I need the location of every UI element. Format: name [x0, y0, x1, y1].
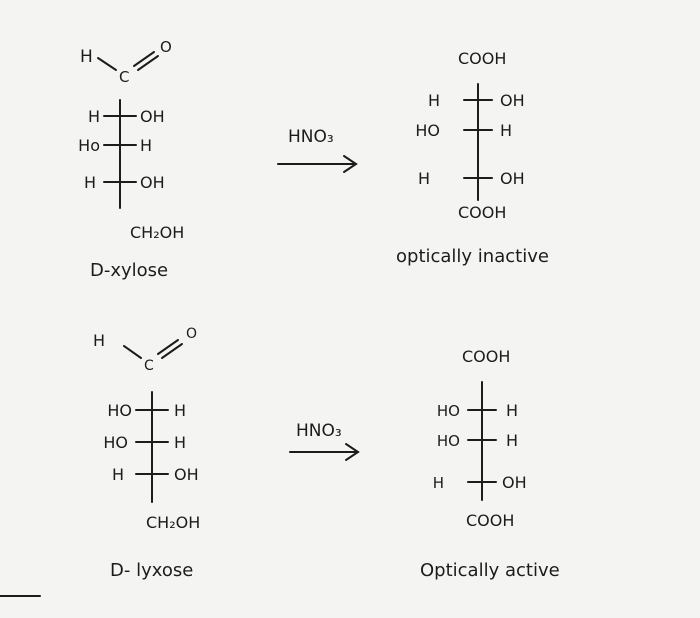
- bottom-product-row1-right: H: [506, 401, 518, 420]
- xylose-aldehyde-h: H: [80, 47, 93, 67]
- xylose-row3-right: OH: [140, 173, 165, 192]
- xylose-row3-left: H: [84, 173, 96, 192]
- xylose-aldehyde-bond: [97, 57, 117, 71]
- top-product-top: COOH: [458, 49, 506, 68]
- xylose-double-bond-1: [133, 51, 155, 67]
- lyxose-row2-right: H: [174, 433, 186, 452]
- lyxose-structure: H C O HO H HO H H OH CH₂OH D- lyxose: [93, 326, 200, 581]
- lyxose-aldehyde-bond: [123, 345, 142, 359]
- top-product-row1-right: OH: [500, 91, 525, 110]
- lyxose-bottom-group: CH₂OH: [146, 513, 200, 532]
- lyxose-aldehyde-c: C: [144, 358, 154, 374]
- lyxose-row3-right: OH: [174, 465, 199, 484]
- xylose-row2-right: H: [140, 136, 152, 155]
- bottom-product-row2-right: H: [506, 431, 518, 450]
- bottom-product-top: COOH: [462, 347, 510, 366]
- top-product-label: optically inactive: [396, 246, 549, 267]
- top-reagent: HNO₃: [288, 127, 334, 147]
- lyxose-name: D- lyxose: [110, 560, 193, 581]
- top-product-row3-right: OH: [500, 169, 525, 188]
- xylose-row1-right: OH: [140, 107, 165, 126]
- xylose-aldehyde-c: C: [119, 68, 129, 86]
- top-reaction-arrow: HNO₃: [277, 127, 358, 173]
- xylose-row1-left: H: [88, 107, 100, 126]
- bottom-product-row3-left: H: [433, 474, 444, 492]
- top-product-row1-left: H: [428, 91, 440, 110]
- bottom-reaction-arrow: HNO₃: [289, 421, 360, 461]
- xylose-double-bond-2: [137, 55, 159, 71]
- bottom-product-bottom: COOH: [466, 511, 514, 530]
- lyxose-row3-left: H: [112, 465, 124, 484]
- lyxose-row1-left: HO: [107, 401, 132, 420]
- lyxose-row2-left: HO: [103, 433, 128, 452]
- lyxose-double-bond-2: [161, 343, 183, 359]
- top-arrow-head: [343, 155, 358, 173]
- bottom-product-structure: COOH HO H HO H H OH COOH Optically activ…: [420, 347, 560, 581]
- xylose-name: D-xylose: [90, 260, 168, 281]
- bottom-product-label: Optically active: [420, 560, 560, 581]
- lyxose-aldehyde-h: H: [93, 331, 105, 350]
- bottom-product-row2-left: HO: [437, 432, 460, 450]
- lyxose-double-bond-1: [157, 339, 179, 355]
- top-product-row2-right: H: [500, 121, 512, 140]
- xylose-aldehyde-o: O: [160, 38, 172, 56]
- top-product-row3-left: H: [418, 169, 430, 188]
- xylose-structure: H C O H OH Ho H H OH CH₂OH D-xylose: [78, 38, 184, 281]
- bottom-reagent: HNO₃: [296, 421, 342, 441]
- top-product-bottom: COOH: [458, 203, 506, 222]
- bottom-product-row1-left: HO: [437, 402, 460, 420]
- lyxose-row1-right: H: [174, 401, 186, 420]
- xylose-bottom-group: CH₂OH: [130, 223, 184, 242]
- bottom-product-row3-right: OH: [502, 473, 527, 492]
- lyxose-aldehyde-o: O: [186, 326, 197, 342]
- top-product-structure: COOH H OH HO H H OH COOH optically inact…: [396, 49, 549, 267]
- top-product-row2-left: HO: [415, 121, 440, 140]
- bottom-arrow-head: [345, 443, 360, 461]
- xylose-row2-left: Ho: [78, 136, 100, 155]
